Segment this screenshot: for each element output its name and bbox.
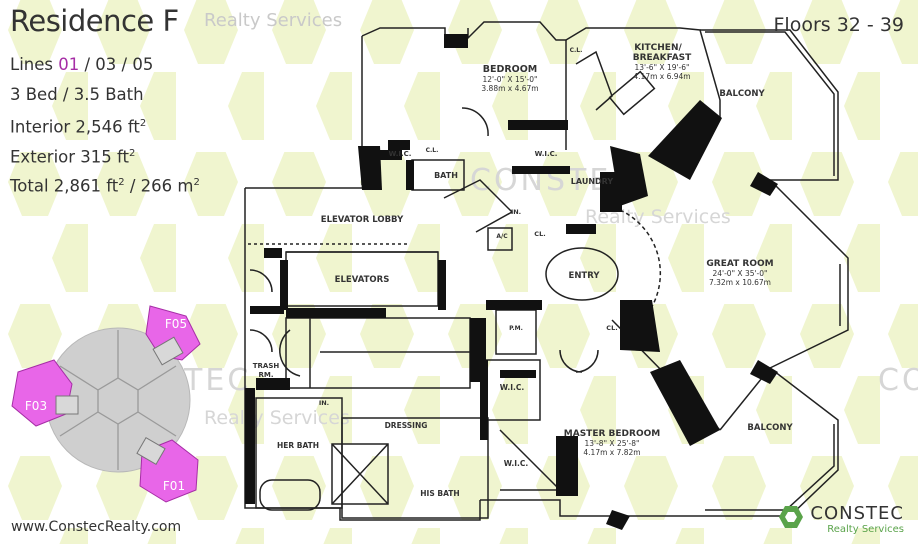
- building-key-map: F05 F03 F01: [11, 305, 201, 503]
- label-cl-3: C.L.: [570, 47, 583, 54]
- label-balcony-bottom: BALCONY: [747, 423, 793, 433]
- label-pm: P.M.: [509, 325, 523, 332]
- line-number: 01: [58, 55, 80, 74]
- key-unit-f01: F01: [163, 479, 185, 493]
- watermark-constec: CONSTEC: [878, 363, 918, 398]
- svg-text:13'-8" X 25'-8": 13'-8" X 25'-8": [585, 439, 640, 448]
- svg-text:7.32m x 10.67m: 7.32m x 10.67m: [709, 278, 771, 287]
- constec-logo-icon: [779, 506, 804, 528]
- brand-name: CONSTEC: [810, 503, 904, 524]
- label-elevators: ELEVATORS: [335, 275, 390, 285]
- total-row: Total 2,861 ft2 / 266 m2: [10, 176, 200, 196]
- label-trash: TRASH: [253, 362, 280, 370]
- label-her-bath: HER BATH: [277, 441, 319, 450]
- label-laundry: LAUNDRY: [571, 177, 614, 186]
- label-wic-bath: W.I.C.: [389, 150, 412, 158]
- svg-text:24'-0" X 35'-0": 24'-0" X 35'-0": [713, 269, 768, 278]
- label-master-bedroom: MASTER BEDROOM: [564, 429, 660, 439]
- line-number: 03: [95, 55, 117, 74]
- label-ac: A/C: [496, 233, 508, 240]
- label-great-room: GREAT ROOM: [706, 259, 773, 269]
- label-bedroom: BEDROOM: [483, 64, 538, 75]
- label-in: IN.: [511, 208, 521, 216]
- label-bath: BATH: [434, 171, 458, 180]
- label-elevator-lobby: ELEVATOR LOBBY: [321, 215, 404, 225]
- label-his-bath: HIS BATH: [420, 489, 459, 498]
- interior-row: Interior 2,546 ft2: [10, 117, 147, 137]
- label-wic-master: W.I.C.: [500, 383, 525, 392]
- website-link[interactable]: www.ConstecRealty.com: [11, 519, 182, 535]
- label-entry: ENTRY: [569, 271, 601, 281]
- label-wic-master-2: W.I.C.: [504, 459, 529, 468]
- svg-text:13'-6" X 19'-6": 13'-6" X 19'-6": [635, 63, 690, 72]
- label-cl-4: C.L.: [426, 147, 439, 154]
- svg-text:12'-0" X 15'-0": 12'-0" X 15'-0": [483, 75, 538, 84]
- svg-text:BREAKFAST: BREAKFAST: [633, 53, 692, 63]
- label-cl: CL.: [534, 230, 545, 238]
- key-unit-f03: F03: [25, 399, 47, 413]
- watermark-realty: Realty Services: [204, 407, 350, 429]
- svg-text:4.17m x 7.82m: 4.17m x 7.82m: [583, 448, 640, 457]
- label-wic-bedroom: W.I.C.: [535, 150, 558, 158]
- key-unit-f05: F05: [165, 317, 187, 331]
- unit-info: Lines 01 / 03 / 05 3 Bed / 3.5 Bath Inte…: [10, 53, 200, 201]
- svg-text:RM.: RM.: [258, 371, 273, 379]
- svg-text:4.17m x 6.94m: 4.17m x 6.94m: [633, 72, 690, 81]
- brand-logo: CONSTEC Realty Services: [778, 504, 904, 536]
- label-in-2: IN.: [319, 399, 329, 407]
- header-watermark: Realty Services: [204, 10, 343, 31]
- brand-subtitle: Realty Services: [827, 524, 904, 535]
- lines-row: Lines 01 / 03 / 05: [10, 55, 154, 74]
- page-title: Residence F: [10, 4, 179, 38]
- label-kitchen: KITCHEN/: [634, 43, 682, 53]
- exterior-row: Exterior 315 ft2: [10, 147, 136, 166]
- label-balcony-top: BALCONY: [719, 89, 765, 99]
- label-dressing: DRESSING: [385, 421, 428, 430]
- line-number: 05: [132, 55, 154, 74]
- svg-text:3.88m x 4.67m: 3.88m x 4.67m: [481, 84, 538, 93]
- floors-range: Floors 32 - 39: [773, 14, 905, 36]
- label-cl-2: CL.: [606, 324, 617, 332]
- bed-bath-row: 3 Bed / 3.5 Bath: [10, 84, 144, 104]
